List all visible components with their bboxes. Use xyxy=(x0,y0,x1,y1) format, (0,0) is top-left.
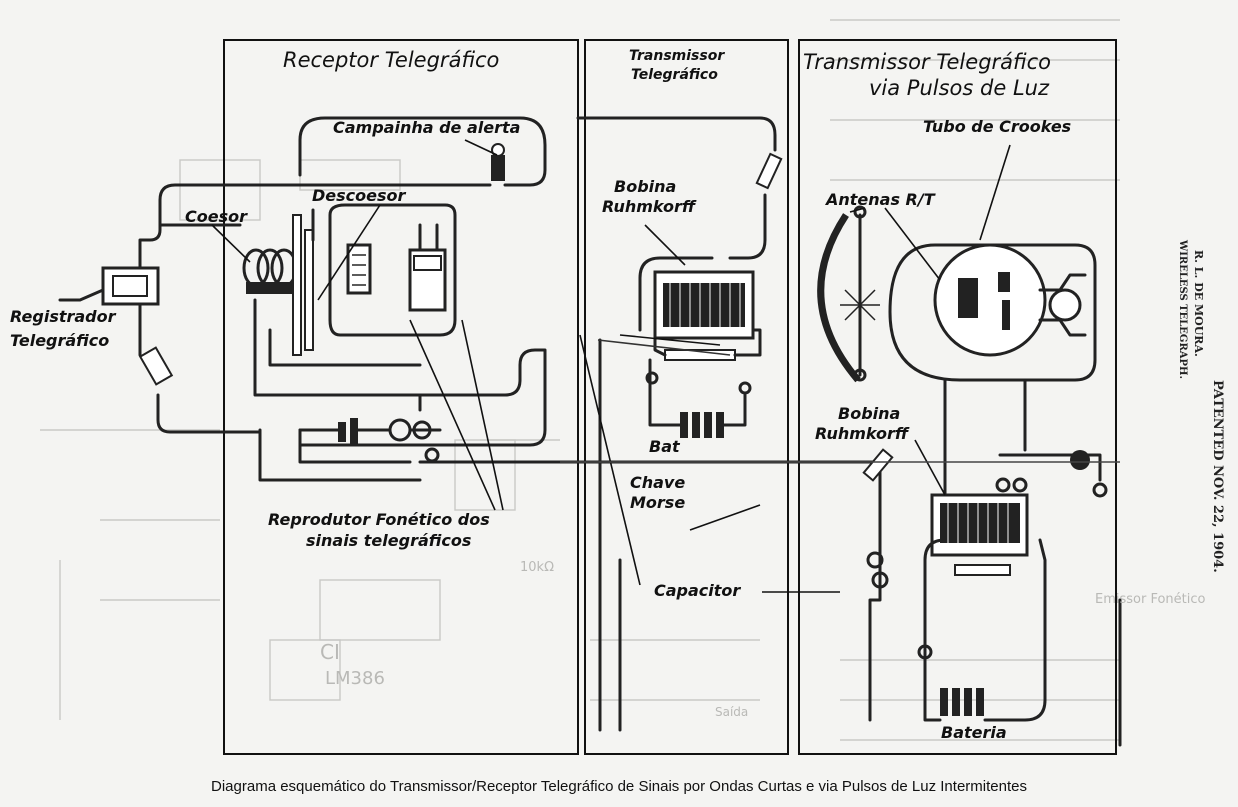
registrador-label-line1: Registrador xyxy=(10,307,116,326)
coesor-label: Coesor xyxy=(185,207,247,226)
ghost-chip: LM386 xyxy=(325,668,385,689)
patent-line-2: WIRELESS TELEGRAPH. xyxy=(1177,240,1188,379)
ghost-right-label: Emissor Fonético xyxy=(1095,592,1206,607)
registrador-device xyxy=(58,266,262,434)
receptor-title: Receptor Telegráfico xyxy=(283,48,500,72)
figure-caption: Diagrama esquemático do Transmissor/Rece… xyxy=(211,778,1027,795)
reprodutor-label-line1: Reprodutor Fonético dos xyxy=(268,510,490,529)
chave-label-line2: Morse xyxy=(630,493,686,512)
ghost-chip-prefix: CI xyxy=(320,640,340,664)
pulsos-title-line1: Transmissor Telegráfico xyxy=(803,50,1051,74)
descoesor-label: Descoesor xyxy=(312,186,406,205)
pulsos-title-line2: via Pulsos de Luz xyxy=(869,76,1049,100)
bat-label: Bat xyxy=(649,437,680,456)
transmissor-title-line2: Telegráfico xyxy=(631,67,718,83)
chave-label-line1: Chave xyxy=(630,473,686,492)
transmissor-panel xyxy=(584,39,789,755)
reprodutor-label-line2: sinais telegráficos xyxy=(306,531,472,550)
bateria-label: Bateria xyxy=(941,723,1007,742)
capacitor-label: Capacitor xyxy=(654,581,741,600)
receptor-circuit xyxy=(138,116,882,482)
transmissor-title-line1: Transmissor xyxy=(629,48,725,64)
antenas-label: Antenas R/T xyxy=(826,190,935,209)
tubo-label: Tubo de Crookes xyxy=(923,117,1072,136)
bobina2-label-line2: Ruhmkorff xyxy=(815,424,909,443)
pulsos-panel xyxy=(798,39,1117,755)
transmissor-circuit xyxy=(576,116,783,732)
pulsos-circuit xyxy=(817,205,1122,747)
bobina2-label-line1: Bobina xyxy=(838,404,901,423)
receptor-panel xyxy=(223,39,579,755)
campainha-label: Campainha de alerta xyxy=(333,118,521,137)
registrador-label-line2: Telegráfico xyxy=(10,331,110,350)
bobina-label-line2: Ruhmkorff xyxy=(602,197,696,216)
patent-line-3: PATENTED NOV. 22, 1904. xyxy=(1210,380,1225,573)
patent-line-1: R. L. DE MOURA. xyxy=(1192,250,1205,357)
ghost-resistor: 10kΩ xyxy=(520,560,555,575)
ghost-bottom-label: Saída xyxy=(715,705,749,719)
annotation-arrows xyxy=(211,139,1011,593)
bobina-label-line1: Bobina xyxy=(614,177,677,196)
background-ghost-circuit xyxy=(40,19,1120,741)
